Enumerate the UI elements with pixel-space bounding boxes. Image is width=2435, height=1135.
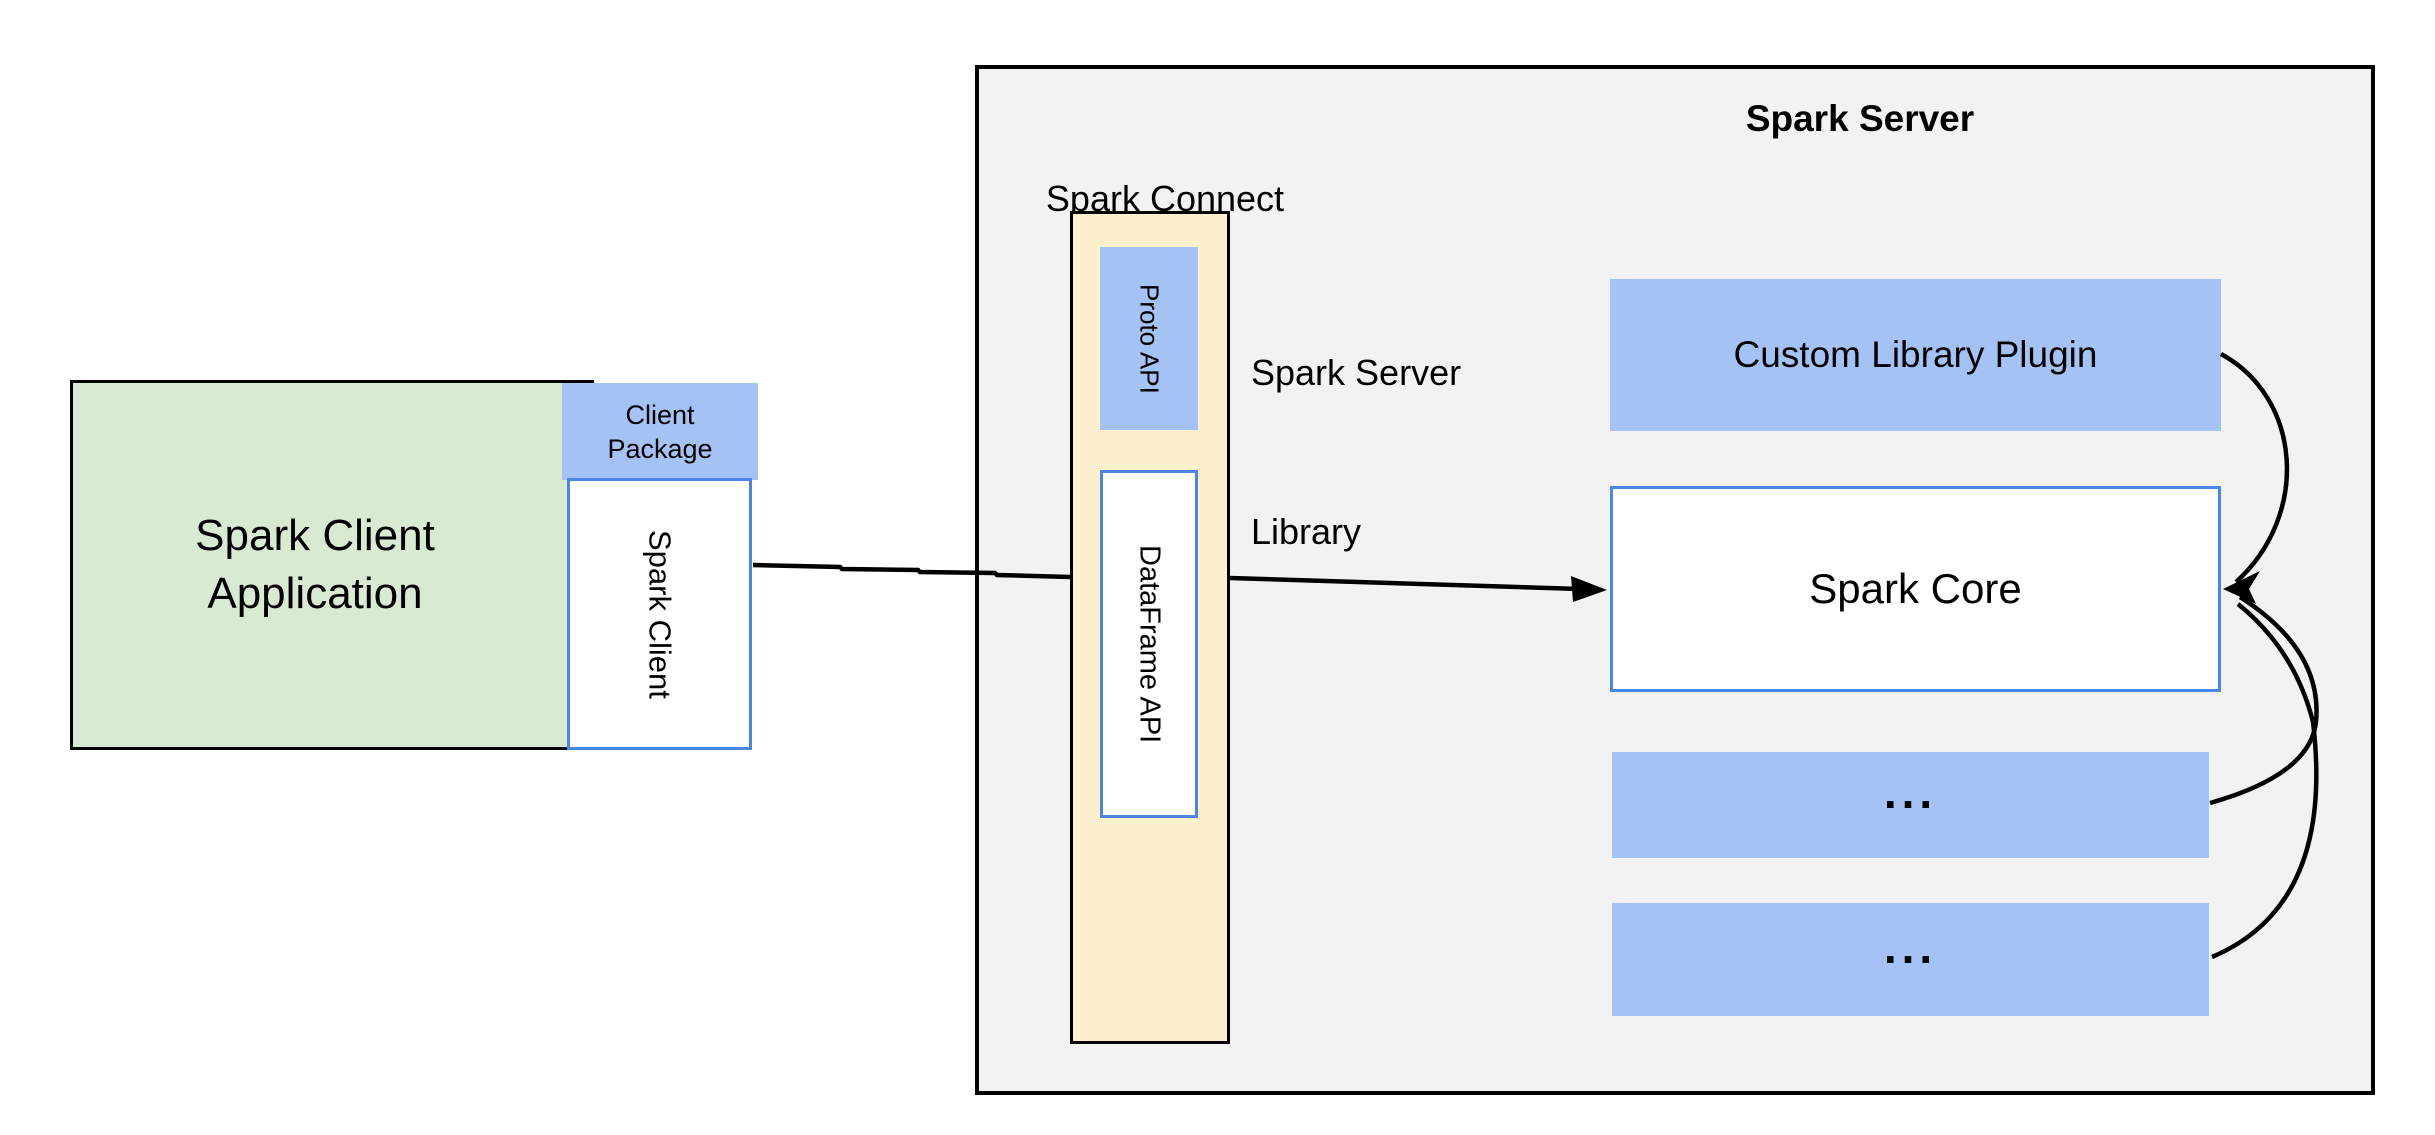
custom-library-plugin-label: Custom Library Plugin xyxy=(1733,334,2098,375)
proto-api-label: Proto API xyxy=(1134,283,1165,394)
spark-client-application-box xyxy=(70,380,594,750)
ellipsis-box-1: ... xyxy=(1612,752,2209,858)
ellipsis-box-2-label: ... xyxy=(1883,920,1938,973)
spark-core-label: Spark Core xyxy=(1809,565,2022,612)
client-package-label-line1: Client xyxy=(625,399,695,430)
custom-library-plugin-box: Custom Library Plugin xyxy=(1610,279,2221,431)
client-package-box: Client Package xyxy=(562,383,758,480)
spark-client-box-label: Spark Client xyxy=(642,529,678,699)
spark-core-box: Spark Core xyxy=(1610,486,2221,692)
ellipsis-box-2: ... xyxy=(1612,903,2209,1016)
client-package-label-line2: Package xyxy=(607,433,713,464)
ellipsis-box-1-label: ... xyxy=(1883,766,1938,818)
spark-client-box: Spark Client xyxy=(567,478,752,750)
spark-server-library-label: Spark Server Library xyxy=(1251,240,1461,664)
spark-client-application-label: Spark Client Application xyxy=(70,380,560,750)
proto-api-box: Proto API xyxy=(1100,247,1198,430)
spark-server-library-label-line1: Spark Server xyxy=(1251,352,1462,393)
spark-client-application-label-line1: Spark Client xyxy=(195,511,435,560)
dataframe-api-label: DataFrame API xyxy=(1133,544,1166,744)
spark-server-title: Spark Server xyxy=(1745,98,1975,139)
spark-server-library-label-line2: Library xyxy=(1251,511,1362,552)
spark-client-application-label-line2: Application xyxy=(207,569,423,618)
dataframe-api-box: DataFrame API xyxy=(1100,470,1198,818)
